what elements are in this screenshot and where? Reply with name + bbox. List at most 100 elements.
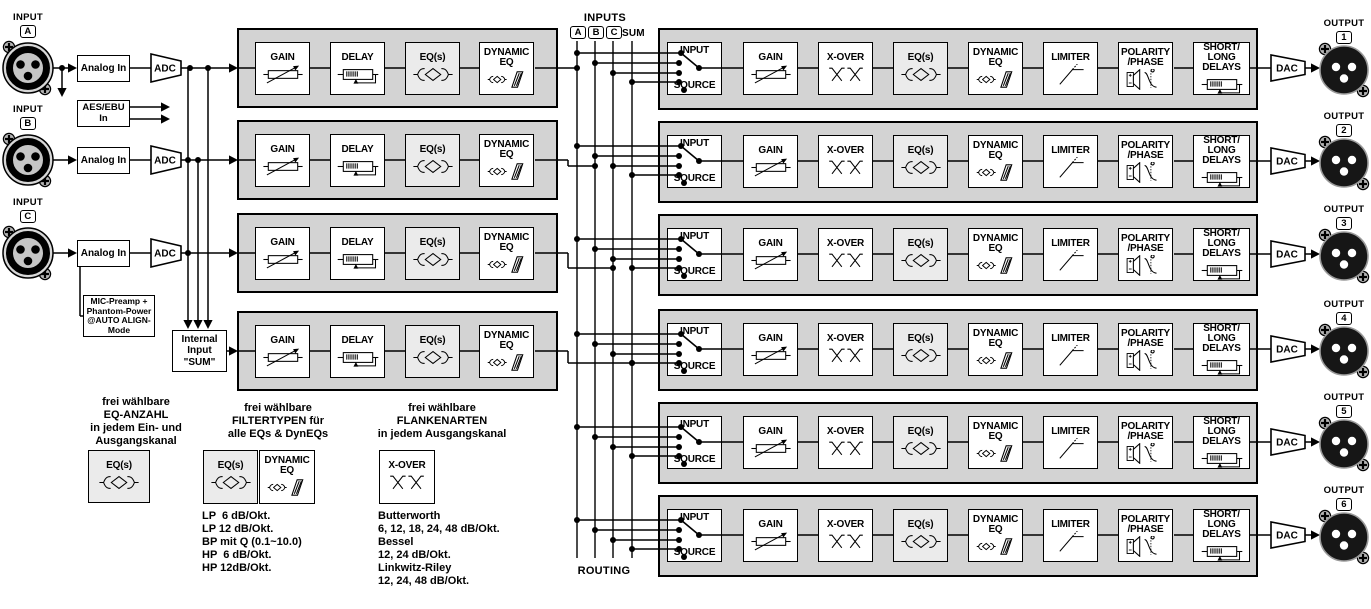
xlr-input-c: [2, 227, 54, 279]
polarity-icon: [1126, 535, 1157, 557]
block-xover-legend3: X-OVER: [379, 450, 435, 504]
block-label: LIMITER: [1051, 51, 1090, 63]
block-gain-in4: GAIN: [255, 325, 310, 378]
block-input-source-out5: INPUT SOURCE: [667, 416, 722, 469]
legend-1-title: frei wählbare EQ-ANZAHL in jedem Ein- un…: [90, 396, 182, 447]
limiter-icon: [1058, 249, 1084, 271]
block-label: POLARITY /PHASE: [1121, 327, 1170, 349]
block-label: X-OVER: [826, 237, 865, 249]
block-gain-in2: GAIN: [255, 134, 310, 187]
xover-icon: [828, 534, 863, 548]
block-delay-out6: SHORT/ LONG DELAYS: [1193, 509, 1250, 562]
legend-list-item: HP 6 dB/Okt.: [202, 549, 272, 561]
block-dyneq-in3: DYNAMIC EQ: [479, 227, 534, 280]
gain-icon: [262, 348, 303, 366]
block-delay-out3: SHORT/ LONG DELAYS: [1193, 228, 1250, 281]
delay-icon: [1201, 264, 1242, 280]
block-label: X-OVER: [388, 460, 426, 471]
block-label: INPUT: [679, 419, 709, 430]
screw-icon: [1318, 42, 1332, 56]
block-label: GAIN: [270, 334, 295, 346]
block-label: DYNAMIC EQ: [483, 46, 530, 68]
bus-label-sum: SUM: [622, 28, 645, 39]
dyneq-icon: [487, 255, 523, 273]
block-label: X-OVER: [826, 425, 865, 437]
block-eq-in1: EQ(s): [405, 42, 460, 95]
gain-icon: [750, 251, 791, 269]
eq-icon: [900, 67, 941, 81]
eq-icon: [210, 475, 251, 490]
block-xover-out5: X-OVER: [818, 416, 873, 469]
output-label-text: OUTPUT: [1323, 111, 1365, 122]
screw-icon: [1356, 177, 1370, 191]
block-label: DELAY: [341, 51, 374, 63]
screw-icon: [1356, 84, 1370, 98]
dyneq-icon: [976, 163, 1012, 181]
block-polarity-out1: POLARITY /PHASE: [1118, 42, 1173, 95]
block-eq-in2: EQ(s): [405, 134, 460, 187]
internal-sum-box: Internal Input "SUM": [172, 330, 227, 372]
block-label: EQ(s): [419, 334, 446, 346]
block-delay-in2: DELAY: [330, 134, 385, 187]
block-label: LIMITER: [1051, 425, 1090, 437]
block-dyneq-out6: DYNAMIC EQ: [968, 509, 1023, 562]
delay-icon: [1201, 171, 1242, 187]
screw-icon: [2, 40, 16, 54]
block-xover-out1: X-OVER: [818, 42, 873, 95]
block-eq-in3: EQ(s): [405, 227, 460, 280]
block-label: EQ(s): [907, 425, 934, 437]
block-polarity-out2: POLARITY /PHASE: [1118, 135, 1173, 188]
block-label: INPUT: [679, 138, 709, 149]
block-label: DELAY: [341, 143, 374, 155]
block-limiter-out1: LIMITER: [1043, 42, 1098, 95]
block-limiter-out5: LIMITER: [1043, 416, 1098, 469]
dac-label: DAC: [1276, 157, 1298, 168]
input-id-badge: A: [20, 25, 36, 38]
dac-label: DAC: [1276, 531, 1298, 542]
block-gain-out3: GAIN: [743, 228, 798, 281]
screw-icon: [1318, 509, 1332, 523]
block-delay-out1: SHORT/ LONG DELAYS: [1193, 42, 1250, 95]
block-label: INPUT: [679, 45, 709, 56]
screw-icon: [1356, 458, 1370, 472]
block-label: INPUT: [679, 326, 709, 337]
block-limiter-out4: LIMITER: [1043, 323, 1098, 376]
mic-preamp-box: MIC-Preamp + Phantom-Power @AUTO ALIGN- …: [83, 295, 155, 337]
limiter-icon: [1058, 530, 1084, 552]
xlr-output-4: [1319, 326, 1369, 376]
xover-icon: [828, 67, 863, 81]
polarity-icon: [1126, 254, 1157, 276]
block-gain-in1: GAIN: [255, 42, 310, 95]
screw-icon: [1318, 228, 1332, 242]
block-label: X-OVER: [826, 518, 865, 530]
block-dyneq-legend2: DYNAMIC EQ: [259, 450, 315, 504]
legend-list-item: Butterworth: [378, 510, 441, 522]
block-label: POLARITY /PHASE: [1121, 513, 1170, 535]
internal-sum-box-label: Internal Input "SUM": [181, 333, 218, 368]
xlr-input-a: [2, 42, 54, 94]
block-xover-out2: X-OVER: [818, 135, 873, 188]
block-dyneq-out3: DYNAMIC EQ: [968, 228, 1023, 281]
eq-icon: [99, 475, 139, 489]
aes-ebu-in-label: AES/EBU In: [82, 102, 125, 124]
block-label: EQ(s): [419, 236, 446, 248]
xover-icon: [828, 348, 863, 362]
block-dyneq-out5: DYNAMIC EQ: [968, 416, 1023, 469]
dyneq-icon: [267, 479, 304, 496]
block-delay-out2: SHORT/ LONG DELAYS: [1193, 135, 1250, 188]
output-id-badge: 4: [1336, 312, 1352, 325]
block-eq-legend2: EQ(s): [203, 450, 258, 504]
block-label: POLARITY /PHASE: [1121, 46, 1170, 68]
dac-5: [1270, 428, 1306, 456]
block-label: GAIN: [758, 332, 783, 344]
adc-label: ADC: [154, 156, 176, 167]
block-label: SOURCE: [673, 454, 716, 465]
block-label: EQ(s): [907, 332, 934, 344]
block-dyneq-out1: DYNAMIC EQ: [968, 42, 1023, 95]
